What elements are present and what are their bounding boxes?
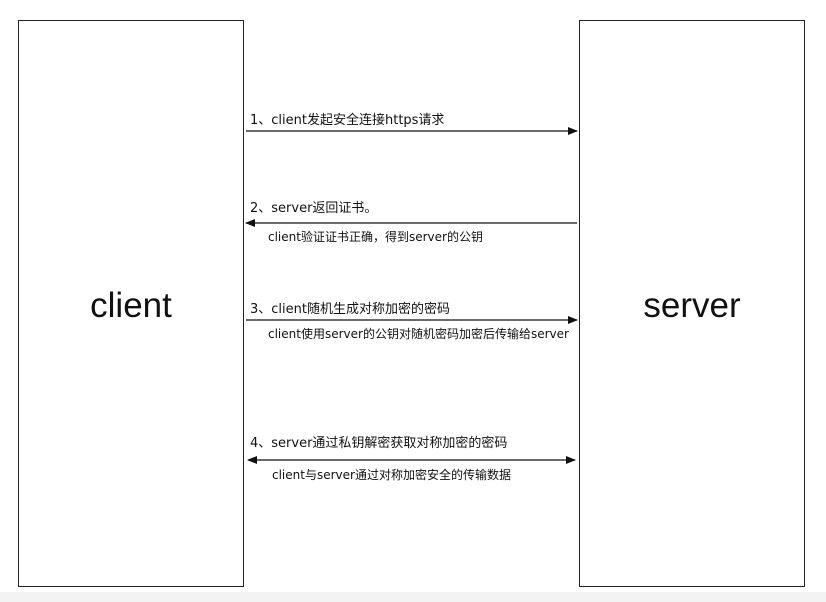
- client-label: client: [90, 286, 172, 325]
- bottom-edge: [0, 592, 826, 602]
- server-box: server: [579, 20, 805, 587]
- step-2-note: client验证证书正确，得到server的公钥: [268, 230, 483, 244]
- step-2-label: 2、server返回证书。: [250, 201, 378, 216]
- server-label: server: [643, 286, 741, 325]
- step-1-label: 1、client发起安全连接https请求: [250, 113, 445, 128]
- step-4-note: client与server通过对称加密安全的传输数据: [272, 468, 511, 482]
- client-box: client: [18, 20, 244, 587]
- step-3-label: 3、client随机生成对称加密的密码: [250, 302, 450, 317]
- step-4-label: 4、server通过私钥解密获取对称加密的密码: [250, 436, 508, 451]
- step-3-note: client使用server的公钥对随机密码加密后传输给server: [268, 327, 569, 341]
